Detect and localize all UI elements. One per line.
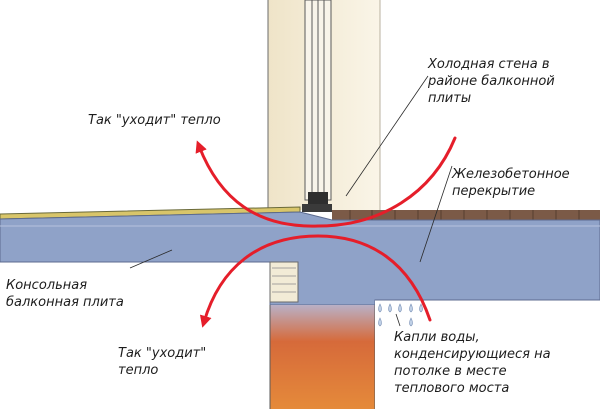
label-heat-loss-bottom: Так "уходит" тепло [118, 346, 207, 378]
water-drop-icon [378, 303, 423, 327]
label-heat-loss-top: Так "уходит" тепло [88, 113, 221, 128]
heat-arrow-down-left-icon [199, 234, 320, 328]
interior-floor [332, 210, 600, 220]
window-frame [302, 0, 332, 212]
heat-arrow-up-right-icon [316, 136, 457, 228]
interior-room-below [375, 300, 600, 409]
lower-wall-insulation [269, 261, 299, 303]
heat-arrow-up-left-icon [195, 140, 320, 228]
label-water-drops: Капли воды, конденсирующиеся на потолке … [394, 330, 551, 396]
leader-lines [129, 75, 453, 327]
label-cold-wall: Холодная стена в районе балконной плиты [428, 57, 555, 106]
label-rc-slab: Железобетонное перекрытие [452, 167, 570, 199]
label-cantilever-slab: Консольная балконная плита [6, 278, 124, 310]
heat-arrow-down-right-icon [316, 234, 432, 322]
warm-room-below [270, 305, 375, 409]
